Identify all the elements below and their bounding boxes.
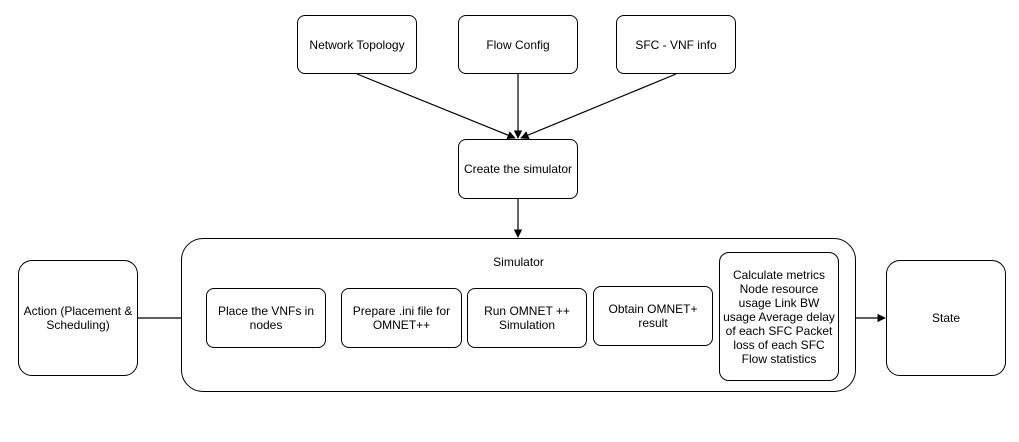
run-omnet-node: Run OMNET ++ Simulation — [467, 288, 587, 348]
edge-sfc-to-create — [520, 73, 677, 139]
place-vnfs-label: Place the VNFs in nodes — [217, 304, 315, 332]
action-label: Action (Placement & Scheduling) — [23, 304, 133, 332]
state-node: State — [886, 260, 1006, 376]
state-label: State — [931, 311, 961, 325]
prepare-ini-node: Prepare .ini file for OMNET++ — [341, 288, 462, 348]
action-node: Action (Placement & Scheduling) — [18, 260, 138, 376]
obtain-result-node: Obtain OMNET+ result — [593, 286, 713, 346]
edge-topology-to-create — [356, 73, 516, 140]
network-topology-label: Network Topology — [309, 37, 405, 52]
obtain-result-label: Obtain OMNET+ result — [608, 302, 698, 330]
calculate-metrics-label: Calculate metrics Node resource usage Li… — [723, 267, 835, 366]
sfc-vnf-info-label: SFC - VNF info — [635, 37, 717, 52]
flow-config-node: Flow Config — [458, 15, 578, 74]
calculate-metrics-node: Calculate metrics Node resource usage Li… — [719, 252, 839, 381]
flow-config-label: Flow Config — [486, 37, 550, 52]
sfc-vnf-info-node: SFC - VNF info — [616, 15, 736, 74]
place-vnfs-node: Place the VNFs in nodes — [206, 288, 326, 348]
run-omnet-label: Run OMNET ++ Simulation — [484, 304, 570, 332]
prepare-ini-label: Prepare .ini file for OMNET++ — [352, 304, 451, 332]
network-topology-node: Network Topology — [297, 15, 417, 74]
simulator-title: Simulator — [493, 255, 544, 269]
create-simulator-label: Create the simulator — [463, 162, 573, 176]
create-simulator-node: Create the simulator — [458, 139, 578, 199]
